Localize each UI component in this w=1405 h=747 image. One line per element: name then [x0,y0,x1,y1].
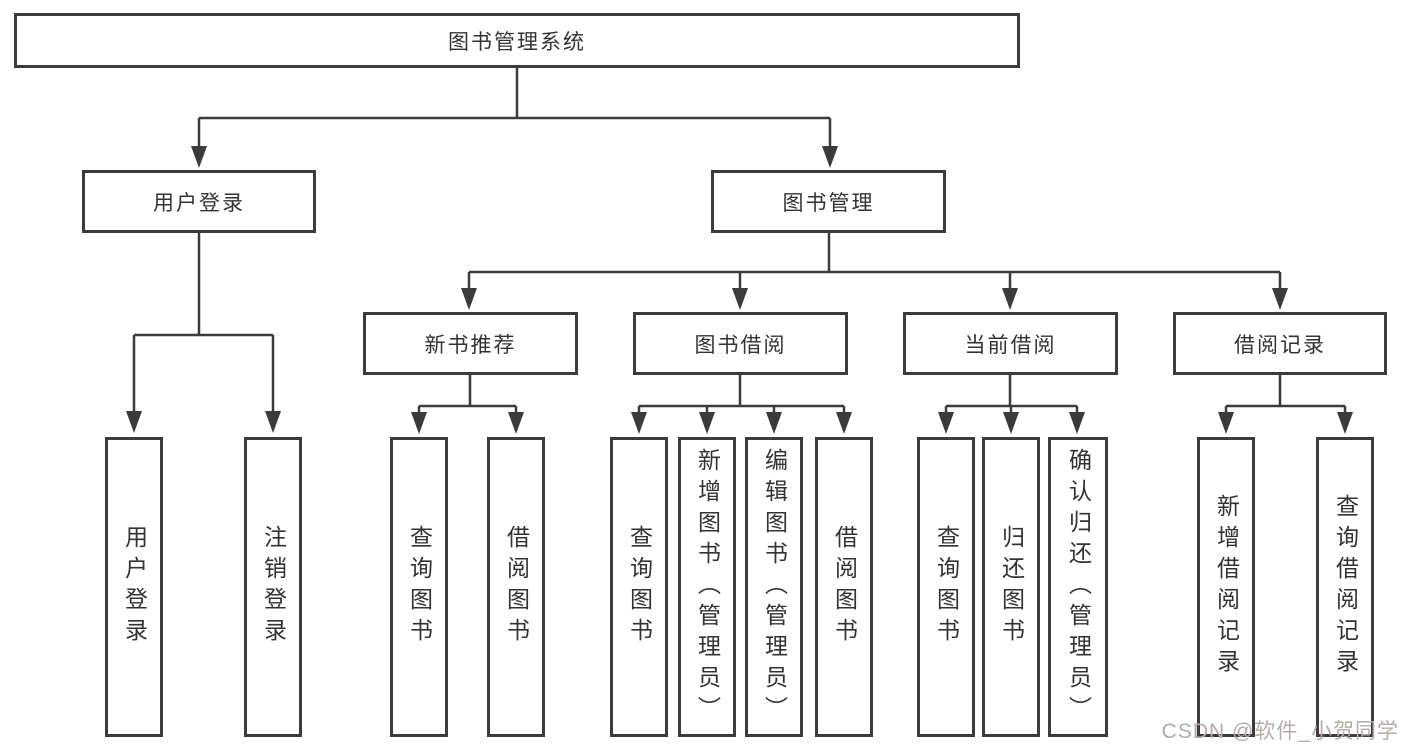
leaf-query-borrow-record: 查询借阅记录 [1316,437,1374,737]
leaf-label: 查询图书 [626,525,653,649]
leaf-label: 编辑图书（管理员） [761,447,788,727]
leaf-label: 查询图书 [933,525,960,649]
node-root: 图书管理系统 [14,13,1020,68]
node-borrow-records: 借阅记录 [1173,312,1387,375]
leaf-return-books: 归还图书 [982,437,1040,737]
leaf-borrow-books-1: 借阅图书 [487,437,545,737]
leaf-add-books-admin: 新增图书（管理员） [678,437,736,737]
node-book-borrow: 图书借阅 [633,312,848,375]
node-book-management: 图书管理 [711,170,946,233]
node-new-book-recommend: 新书推荐 [363,312,578,375]
leaf-query-books-2: 查询图书 [610,437,668,737]
leaf-confirm-return-admin: 确认归还（管理员） [1048,437,1108,737]
leaf-label: 查询借阅记录 [1332,494,1359,680]
leaf-label: 注销登录 [260,525,287,649]
node-user-login: 用户登录 [82,170,316,233]
leaf-label: 查询图书 [406,525,433,649]
leaf-label: 归还图书 [998,525,1025,649]
leaf-label: 新增图书（管理员） [694,447,721,727]
node-current-borrow: 当前借阅 [903,312,1118,375]
leaf-add-borrow-record: 新增借阅记录 [1197,437,1255,737]
leaf-label: 借阅图书 [503,525,530,649]
leaf-label: 确认归还（管理员） [1065,447,1092,727]
leaf-label: 用户登录 [121,525,148,649]
leaf-borrow-books-2: 借阅图书 [815,437,873,737]
leaf-query-books-3: 查询图书 [917,437,975,737]
leaf-logout: 注销登录 [244,437,302,737]
leaf-user-login: 用户登录 [105,437,163,737]
leaf-query-books-1: 查询图书 [390,437,448,737]
leaf-label: 借阅图书 [831,525,858,649]
leaf-edit-books-admin: 编辑图书（管理员） [745,437,803,737]
leaf-label: 新增借阅记录 [1213,494,1240,680]
